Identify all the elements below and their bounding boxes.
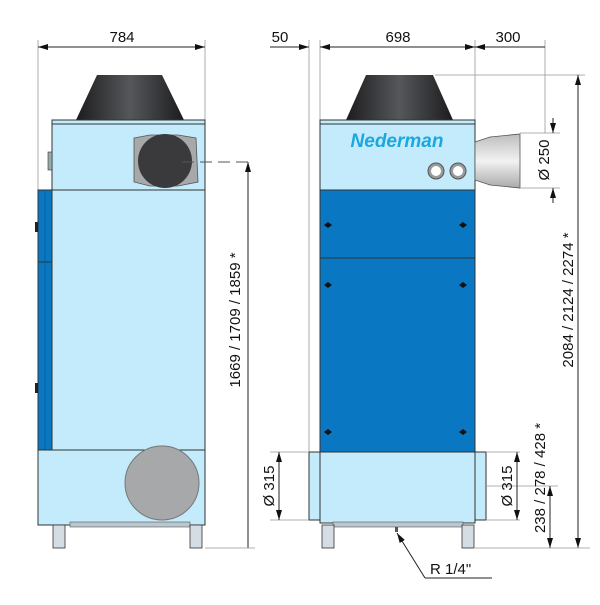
dim-inlet-diameter-right: Ø 315: [499, 466, 516, 507]
drain-plug: [395, 527, 398, 532]
filter-section: [51, 189, 206, 451]
front-view: Nederman 50 698 300 Ø 250 2084 / 2124 / …: [261, 29, 590, 579]
dim-outlet-depth: 300: [495, 29, 520, 46]
side-inlet: [124, 445, 200, 521]
drain-thread-label: R 1/4": [430, 561, 471, 578]
dim-total-height: 2084 / 2124 / 2274 *: [560, 232, 577, 367]
leg: [52, 524, 66, 549]
leg: [461, 524, 475, 549]
bottom-section: [319, 451, 476, 524]
fan-cap: [346, 75, 453, 120]
inlet-flange-right: [474, 451, 487, 521]
filter-door-upper: [319, 189, 476, 259]
dim-front-width: 698: [385, 29, 410, 46]
door-latches: [324, 222, 467, 435]
dim-offset: 50: [272, 29, 289, 46]
dim-side-width: 784: [109, 29, 134, 46]
side-view: 784 1669 / 1709 / 1859 *: [35, 29, 255, 549]
upper-section: [319, 123, 476, 191]
dim-side-outlet-height: 1669 / 1709 / 1859 *: [227, 252, 244, 387]
leg: [321, 524, 335, 549]
dim-inlet-height: 238 / 278 / 428 *: [532, 423, 549, 533]
fan-cap: [76, 75, 184, 120]
dim-outlet-diameter: Ø 250: [536, 140, 553, 181]
outlet-duct: [474, 133, 521, 189]
side-outlet: [138, 134, 192, 188]
filter-door-lower: [319, 257, 476, 453]
brand-logo: Nederman: [351, 131, 444, 152]
dim-inlet-diameter-left: Ø 315: [261, 466, 278, 507]
inlet-flange-left: [308, 451, 321, 521]
leg: [189, 524, 203, 549]
